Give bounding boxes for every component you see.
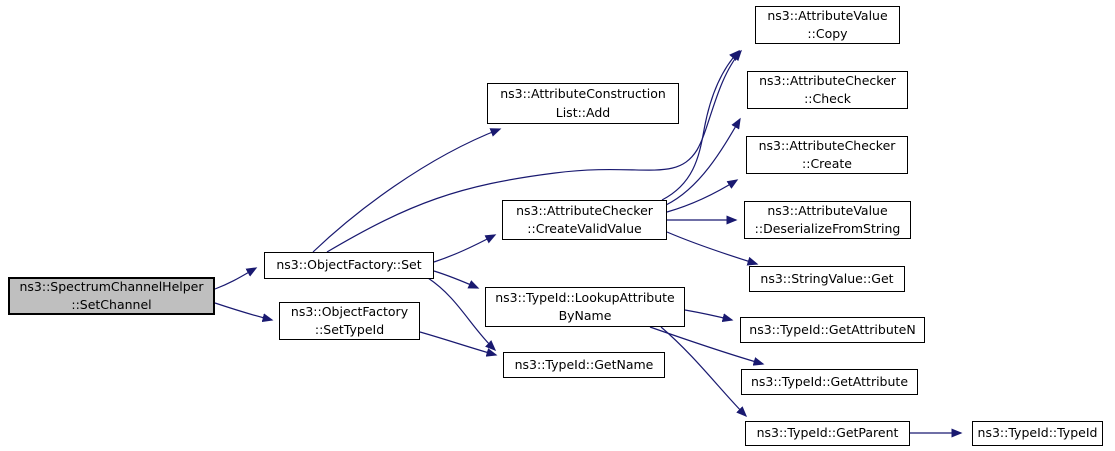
edge-lookup-to-getattributen [684,309,734,323]
node-ns3-attributevalue-copy[interactable]: ns3::AttributeValue ::Copy [755,6,900,44]
edge-set-to-copy [326,49,742,253]
edge-settypeid-to-getname [419,331,498,357]
edge-setchannel-to-set [214,267,258,290]
node-ns3-attributechecker-createvalidvalue[interactable]: ns3::AttributeChecker ::CreateValidValue [502,200,667,240]
node-ns3-attributechecker-create[interactable]: ns3::AttributeChecker ::Create [746,136,908,174]
node-label: ns3::TypeId::GetParent [756,425,899,441]
node-ns3-typeid-lookupattributebyname[interactable]: ns3::TypeId::LookupAttribute ByName [485,287,685,327]
node-label: List::Add [555,104,611,120]
node-label: ::Check [804,91,851,106]
edge-createvalidvalue-to-copy [661,49,741,201]
node-label: ::Copy [807,26,848,41]
node-ns3-attributeconstructionlist-add[interactable]: ns3::AttributeConstruction List::Add [487,83,679,124]
node-ns3-typeid-getparent[interactable]: ns3::TypeId::GetParent [745,421,910,446]
node-ns3-objectfactory-settypeid[interactable]: ns3::ObjectFactory ::SetTypeId [279,302,420,340]
node-label: ns3::TypeId::GetName [514,356,654,372]
node-label: ns3::AttributeValue [767,7,888,23]
node-ns3-typeid-getattribute[interactable]: ns3::TypeId::GetAttribute [741,369,918,395]
node-label: ns3::TypeId::GetAttribute [750,373,909,389]
node-ns3-typeid-getname[interactable]: ns3::TypeId::GetName [503,352,665,378]
node-ns3-typeid-getattributen[interactable]: ns3::TypeId::GetAttributeN [740,317,925,343]
node-label: ::SetChannel [71,297,152,312]
node-ns3-objectfactory-set[interactable]: ns3::ObjectFactory::Set [264,252,434,279]
node-label: ns3::AttributeChecker [516,202,653,218]
edge-set-to-createvalidvalue [433,234,497,263]
node-label: ns3::AttributeChecker [759,72,896,88]
node-label: ns3::TypeId::GetAttributeN [749,321,916,337]
node-label: ns3::ObjectFactory::Set [276,257,422,273]
node-label: ns3::ObjectFactory [290,303,409,319]
node-label: ::CreateValidValue [527,221,642,236]
edge-set-to-add [312,128,502,253]
node-ns3-attributechecker-check[interactable]: ns3::AttributeChecker ::Check [747,71,908,109]
node-label: ns3::AttributeConstruction [500,86,666,102]
edge-setchannel-to-settypeid [214,302,274,323]
node-ns3-typeid-typeid[interactable]: ns3::TypeId::TypeId [972,421,1103,446]
node-label: ::SetTypeId [314,322,385,337]
node-label: ns3::AttributeValue [767,202,888,218]
node-label: ::DeserializeFromString [754,221,901,236]
node-label: ns3::AttributeChecker [758,137,896,153]
node-label: ns3::TypeId::TypeId [977,425,1098,441]
node-label: ns3::SpectrumChannelHelper [19,278,204,294]
node-ns3-attributevalue-deserializefromstring[interactable]: ns3::AttributeValue ::DeserializeFromStr… [744,201,911,239]
edge-createvalidvalue-to-create [666,179,739,213]
node-ns3-stringvalue-get[interactable]: ns3::StringValue::Get [749,266,905,292]
edge-lookup-to-getattribute [649,326,765,366]
node-label: ByName [558,308,612,323]
node-label: ns3::TypeId::LookupAttribute [495,289,675,305]
edge-createvalidvalue-to-stringget [666,231,759,266]
edge-set-to-getname [427,277,497,352]
node-label: ns3::StringValue::Get [760,270,894,286]
node-ns3-spectrumchannelhelper-setchannel: ns3::SpectrumChannelHelper ::SetChannel [8,277,215,315]
edge-lookup-to-getparent [660,326,748,418]
edge-createvalidvalue-to-check [665,117,741,206]
node-label: ::Create [802,156,852,171]
edge-set-to-lookup [433,270,480,289]
